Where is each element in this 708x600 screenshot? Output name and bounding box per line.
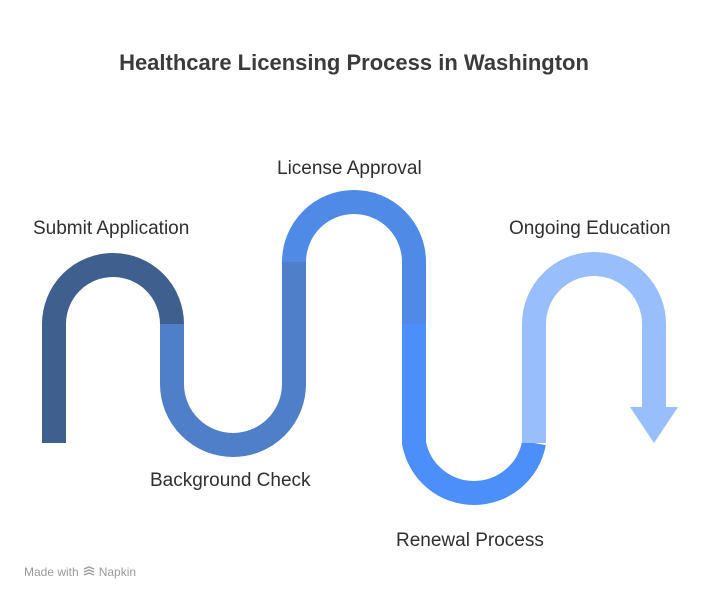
step-label-submit-application: Submit Application bbox=[33, 218, 190, 239]
made-with-credit[interactable]: Made with Napkin bbox=[24, 565, 136, 579]
credit-brand: Napkin bbox=[98, 565, 137, 579]
step-5-segment bbox=[522, 252, 666, 443]
step-label-background-check: Background Check bbox=[150, 470, 311, 491]
step-label-renewal-process: Renewal Process bbox=[396, 530, 544, 551]
step-label-ongoing-education: Ongoing Education bbox=[509, 218, 671, 239]
napkin-logo-icon bbox=[83, 566, 94, 576]
step-3-segment bbox=[282, 190, 426, 324]
diagram-title: Healthcare Licensing Process in Washingt… bbox=[119, 50, 589, 75]
step-2-segment bbox=[160, 262, 306, 457]
step-4-segment bbox=[402, 324, 546, 505]
credit-prefix: Made with bbox=[24, 565, 79, 579]
end-arrow-head bbox=[630, 407, 678, 443]
step-label-license-approval: License Approval bbox=[277, 158, 422, 179]
step-1-segment bbox=[42, 253, 184, 443]
